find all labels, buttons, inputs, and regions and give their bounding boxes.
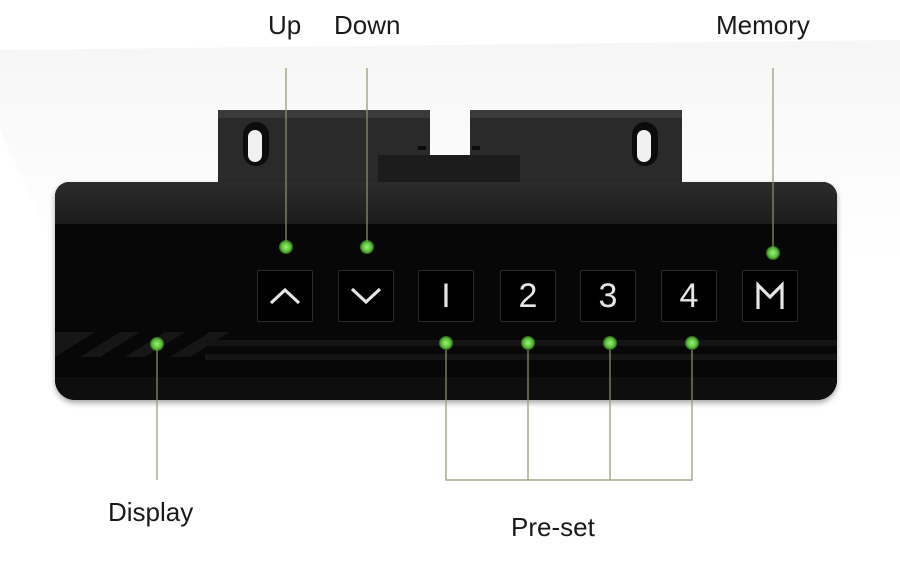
chevron-down-icon	[350, 287, 382, 305]
preset-3-button[interactable]: 3	[580, 270, 636, 322]
down-label: Down	[334, 10, 401, 40]
preset-bracket-line	[445, 350, 693, 481]
up-button[interactable]	[257, 270, 313, 322]
preset-2-label: 2	[518, 277, 538, 315]
memory-label: Memory	[716, 10, 810, 40]
down-led	[360, 240, 374, 254]
display-led	[150, 337, 164, 351]
memory-button[interactable]	[742, 270, 798, 322]
memory-led	[766, 246, 780, 260]
down-button[interactable]	[338, 270, 394, 322]
m-icon	[756, 281, 784, 309]
preset-1-label: I	[441, 277, 451, 315]
panel-top-edge	[55, 182, 837, 224]
preset-label: Pre-set	[511, 512, 595, 542]
preset-4-label: 4	[679, 277, 699, 315]
up-led	[279, 240, 293, 254]
preset-2-button[interactable]: 2	[500, 270, 556, 322]
preset-4-led	[685, 336, 699, 350]
preset-3-label: 3	[598, 277, 618, 315]
display-label: Display	[108, 497, 194, 527]
preset-1-button[interactable]: I	[418, 270, 474, 322]
up-label: Up	[268, 10, 302, 40]
preset-4-button[interactable]: 4	[661, 270, 717, 322]
chevron-up-icon	[269, 287, 301, 305]
preset-2-led	[521, 336, 535, 350]
preset-3-led	[603, 336, 617, 350]
preset-1-led	[439, 336, 453, 350]
